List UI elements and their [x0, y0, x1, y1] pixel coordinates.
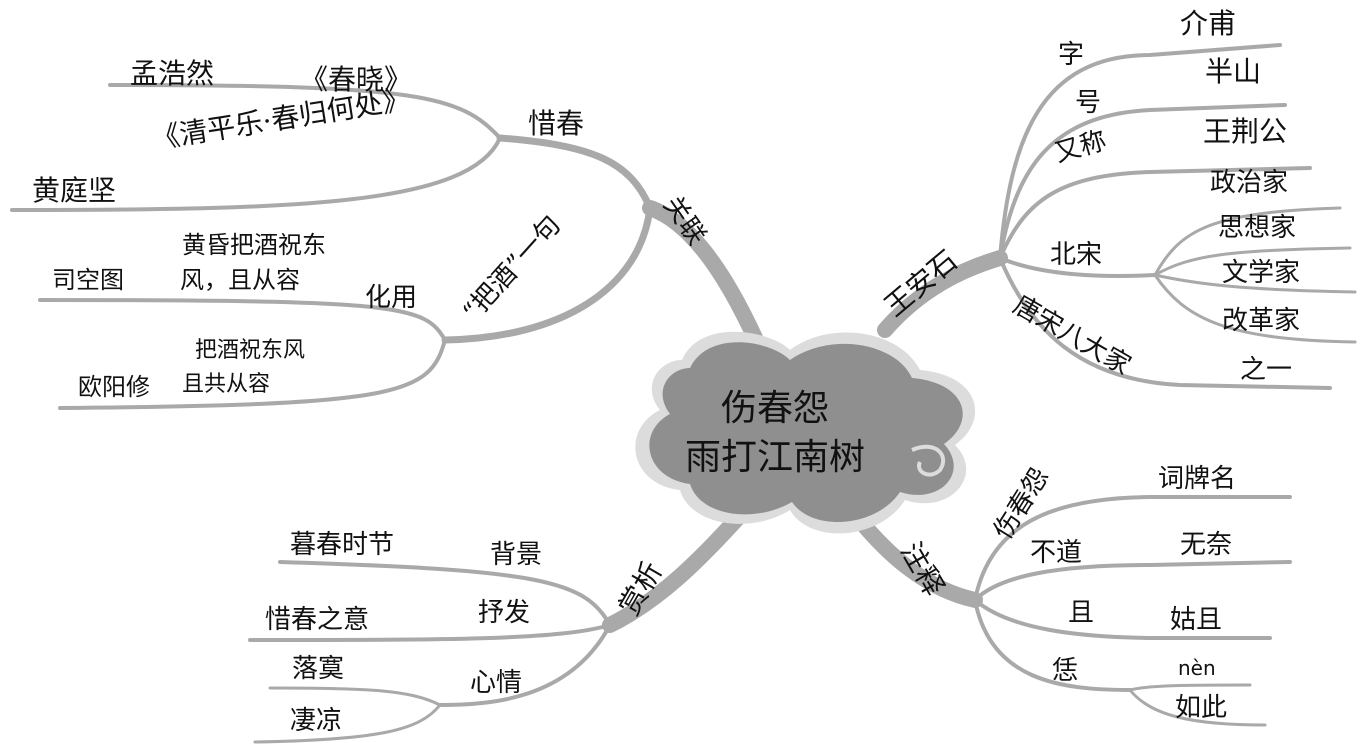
label-zi: 字 [1058, 40, 1085, 70]
role-4: 改革家 [1222, 306, 1301, 336]
role-2: 思想家 [1218, 213, 1297, 243]
branch-xichun [496, 134, 654, 212]
value-beijing: 暮春时节 [290, 530, 395, 560]
author-sikongtu: 司空图 [52, 266, 124, 294]
branch-budao [973, 560, 1292, 602]
branch-qingpingyue [10, 136, 502, 212]
author-huangtingjian: 黄庭坚 [32, 174, 117, 207]
value-shufa: 惜春之意 [265, 605, 370, 635]
branch-qie [973, 598, 1272, 640]
quote-ouyangxiu-2: 且共从容 [182, 372, 271, 397]
branch-nen-meaning [1128, 688, 1267, 727]
branch-luomo [268, 686, 442, 707]
branch-zi [998, 43, 1282, 260]
quote-sikongtu-2: 风，且从容 [180, 266, 300, 294]
branch-shangxi [602, 502, 753, 633]
branch-qiliang [253, 703, 442, 744]
branch-ouyangxiu [58, 338, 447, 410]
branch-tangsong [998, 256, 1332, 390]
label-xichun: 惜春 [528, 107, 585, 140]
poem-chunxiao: 《春晓》 [300, 63, 413, 96]
branch-role4 [1153, 273, 1357, 344]
branch-shangchunyuan [973, 495, 1292, 602]
center-topic: 伤春怨 雨打江南树 [640, 385, 910, 482]
branch-beisong [998, 256, 1157, 279]
label-huayong: 化用 [365, 283, 418, 313]
value-youcheng: 王荆公 [1203, 115, 1288, 148]
meaning-shangchunyuan: 词牌名 [1158, 464, 1237, 494]
branch-role3 [1153, 273, 1357, 294]
pinyin-nen: nèn [1178, 656, 1216, 680]
term-budao: 不道 [1030, 538, 1083, 568]
branch-role2 [1153, 246, 1352, 277]
author-ouyangxiu: 欧阳修 [78, 373, 150, 401]
branch-sikongtu [38, 298, 447, 342]
label-beijing: 背景 [490, 540, 543, 570]
value-zi: 介甫 [1180, 7, 1237, 40]
branch-wanganshi [877, 250, 1008, 338]
meaning-qie: 姑且 [1170, 605, 1223, 635]
label-shufa: 抒发 [478, 598, 531, 628]
term-qie: 且 [1068, 598, 1095, 628]
branch-youcheng [998, 166, 1312, 260]
center-title: 伤春怨 [720, 388, 829, 429]
label-beisong: 北宋 [1050, 240, 1103, 270]
role-1: 政治家 [1210, 168, 1289, 198]
value-tangsong: 之一 [1240, 355, 1293, 385]
value-qiliang: 凄凉 [290, 706, 343, 736]
branch-nen-pinyin [1128, 683, 1252, 692]
label-xinqing: 心情 [470, 668, 523, 698]
label-hao: 号 [1075, 88, 1102, 118]
meaning-budao: 无奈 [1180, 530, 1233, 560]
center-subtitle: 雨打江南树 [684, 436, 865, 478]
quote-sikongtu-1: 黄昏把酒祝东 [182, 231, 326, 259]
branch-xinqing [438, 623, 612, 707]
term-nen: 恁 [1052, 656, 1079, 686]
quote-ouyangxiu-1: 把酒祝东风 [195, 338, 306, 363]
role-3: 文学家 [1222, 258, 1301, 288]
branch-hao [998, 103, 1287, 260]
cloud-shape [635, 331, 976, 534]
branch-shufa [248, 623, 612, 642]
branch-nen [973, 598, 1132, 692]
branch-beijing [278, 560, 612, 627]
branch-bajiu [441, 204, 654, 344]
author-menghaoran: 孟浩然 [130, 57, 215, 90]
value-hao: 半山 [1205, 55, 1262, 88]
meaning-nen: 如此 [1175, 693, 1228, 723]
branch-role1 [1153, 206, 1342, 277]
value-luomo: 落寞 [292, 654, 345, 684]
branch-chunxiao [108, 83, 502, 140]
